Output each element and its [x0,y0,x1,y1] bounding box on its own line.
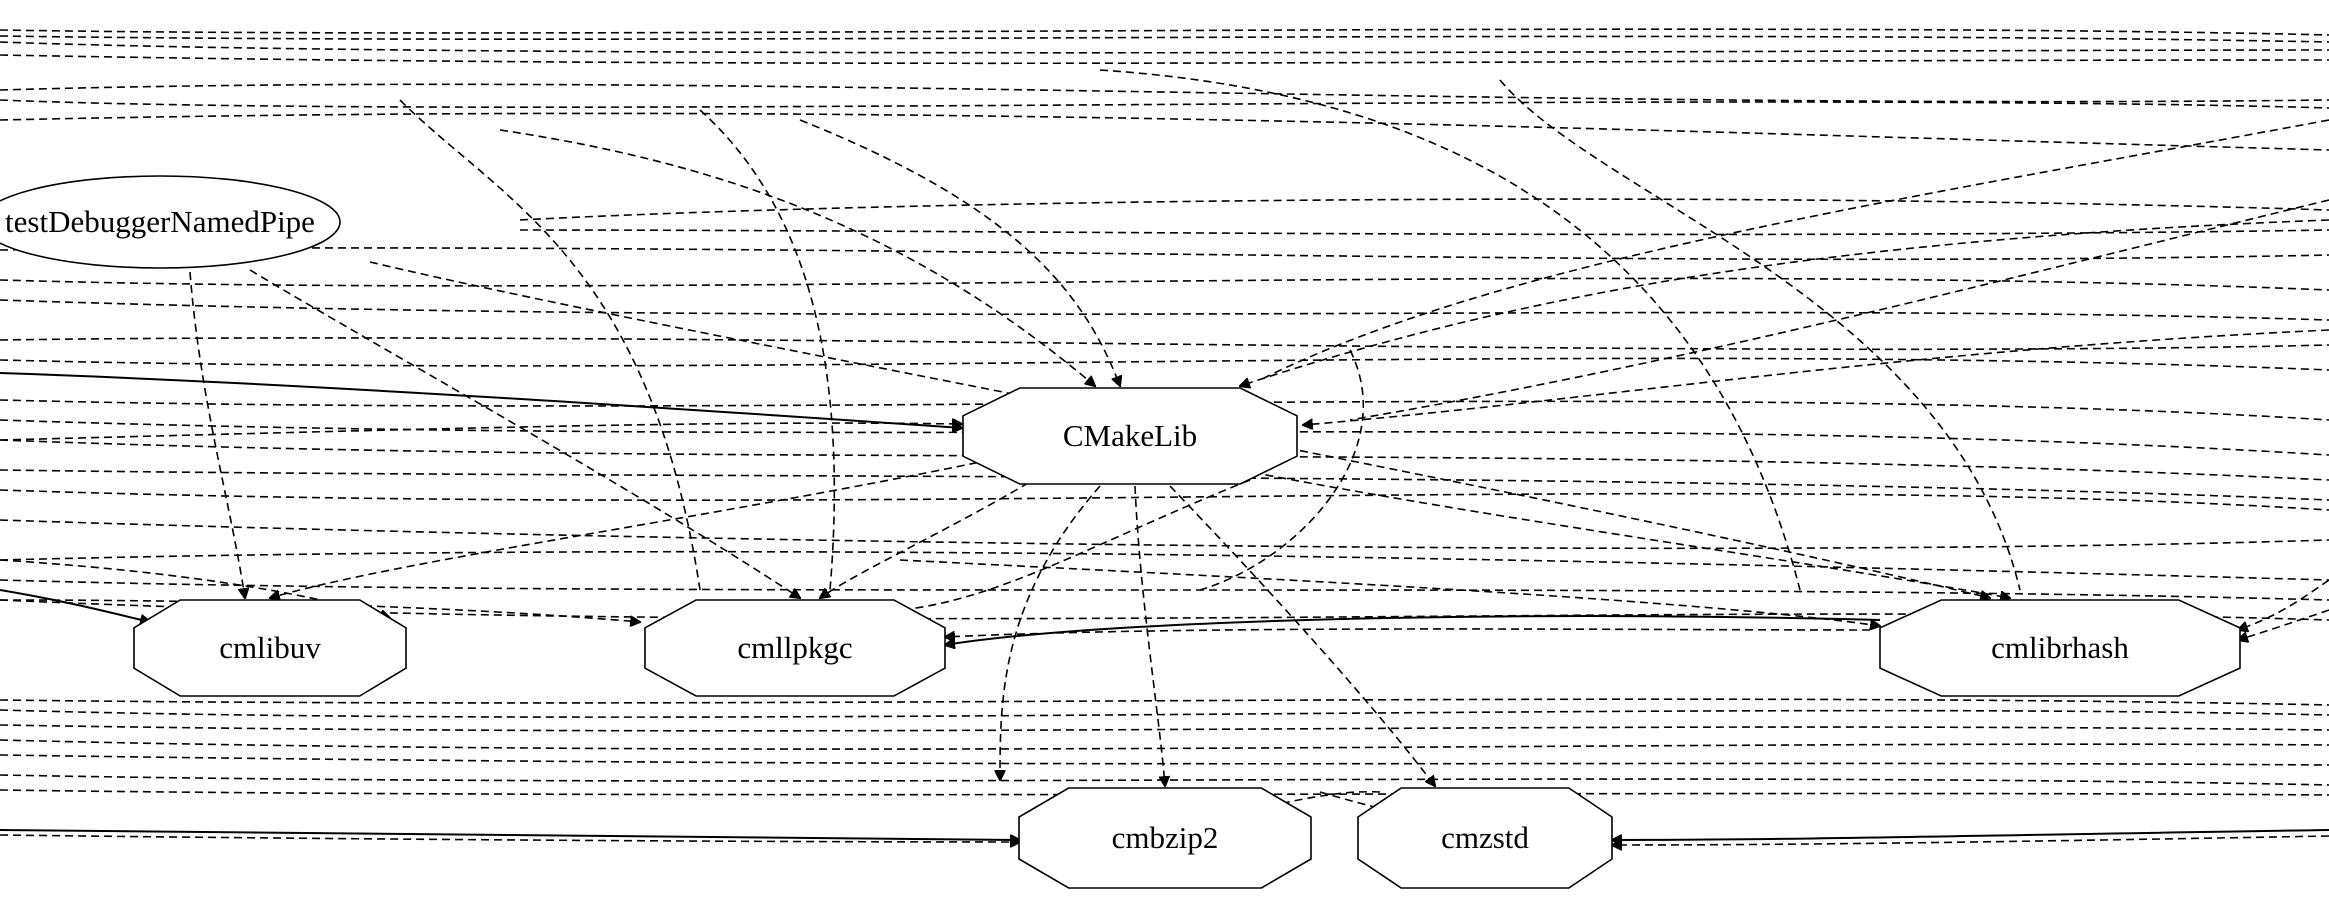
edge [0,357,2329,371]
node-shape [962,387,1298,485]
edge [0,99,2329,109]
edge [1099,69,1801,591]
edge [0,724,2329,732]
edge [0,599,640,622]
node-label: cmlibuv [219,630,321,665]
node-cmlibrhash: cmlibrhash [1879,599,2241,697]
edge [1169,485,1435,786]
edge [899,559,1880,626]
edge [799,119,1120,386]
node-testdebuggernamedpipe: testDebuggerNamedPipe [0,175,341,269]
edge [399,99,701,591]
edge [1612,829,2329,840]
node-shape [1357,787,1613,889]
node-cmzstd: cmzstd [1357,787,1613,889]
edge [1349,199,2329,421]
edge [0,579,2329,601]
edge [945,628,1871,637]
edge [2238,579,2329,630]
edge [0,709,2329,718]
edge [0,739,2329,750]
edge [0,372,962,428]
edge [1499,79,2021,591]
edge [0,299,2329,321]
edge [2238,609,2329,640]
edge [249,269,800,598]
node-cmllpkgc: cmllpkgc [644,599,946,697]
edge [1240,219,2329,386]
edge [1000,485,1101,780]
node-shape [133,599,407,697]
edge [0,337,2329,351]
edge [0,28,2329,36]
edge [0,41,2329,54]
node-label: cmzstd [1441,820,1529,855]
node-cmlibuv: cmlibuv [133,599,407,697]
edge [820,475,1041,598]
edge [0,469,2329,501]
edge [0,112,2329,151]
node-shape [1879,599,2241,697]
edge [0,277,2329,291]
edge [0,54,2329,65]
edge [519,229,2329,236]
edge [519,198,2329,221]
node-cmakelib: CMakeLib [962,387,1298,485]
edge [945,615,1881,645]
edge [0,519,2329,550]
edge [0,35,2329,43]
edge [0,439,2329,481]
edge [189,271,245,598]
node-shape [0,175,341,269]
edge [0,834,1020,842]
edge [0,589,150,622]
edge [0,774,2329,786]
node-label: testDebuggerNamedPipe [5,204,315,239]
node-shape [644,599,946,697]
edge [0,423,962,441]
edge [1134,485,1165,786]
edge [0,489,2329,511]
edge [499,129,1095,386]
edge [0,754,2329,766]
edge [699,109,836,591]
edge [0,550,2329,581]
edge [0,698,2329,706]
edge [1303,329,2329,425]
edge [270,459,991,598]
edge [0,829,1020,840]
edge [1239,469,2010,598]
edge [0,83,2329,103]
edge [1268,790,1381,806]
edge [1612,835,2329,845]
edge [0,789,2329,796]
edge [0,247,2329,261]
node-label: cmllpkgc [737,630,852,665]
edge [899,479,1251,611]
edge [369,261,1990,598]
node-label: cmlibrhash [1991,630,2129,665]
node-label: cmbzip2 [1112,820,1219,855]
node-label: CMakeLib [1063,418,1197,453]
edge [1259,119,2329,381]
node-shape [1018,787,1312,889]
node-cmbzip2: cmbzip2 [1018,787,1312,889]
edge [1199,349,1364,591]
